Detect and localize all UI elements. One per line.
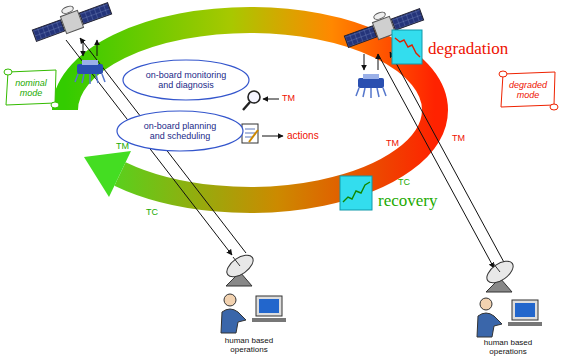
telemetry-label: TM (116, 142, 129, 152)
node-text: degraded mode (506, 80, 550, 101)
telemetry-label: TM (282, 94, 295, 104)
mode-scroll: degraded mode (498, 68, 558, 113)
magnifier-icon (243, 91, 260, 110)
operations-caption: human based operations (472, 339, 544, 357)
ground-station (223, 251, 257, 286)
degradation-label: degradation (428, 40, 508, 59)
tm-arrow (263, 99, 279, 100)
telemetry-label: TM (452, 134, 465, 144)
onboard-computer-icon (356, 74, 386, 98)
actions-label: actions (287, 130, 319, 141)
process-ellipse: on-board monitoring and diagnosis (122, 59, 250, 101)
process-ellipse: on-board planning and scheduling (116, 110, 244, 152)
mode-scroll: nominal mode (3, 66, 59, 111)
degradation-chart-icon (392, 30, 422, 64)
recovery-chart-icon (340, 176, 372, 210)
operations-caption: human based operations (213, 337, 285, 355)
link-lines (66, 38, 506, 268)
notepad-icon (242, 124, 258, 143)
node-text: on-board planning and scheduling (137, 121, 223, 142)
onboard-computer-icon (75, 60, 105, 84)
operator-figure (221, 294, 286, 333)
actions-arrow (262, 136, 283, 137)
satellite (29, 0, 113, 44)
telecommand-label: TC (398, 178, 410, 188)
telecommand-label: TC (146, 208, 158, 218)
operator-figure (477, 298, 542, 337)
telemetry-label: TM (386, 139, 399, 149)
recovery-label: recovery (378, 192, 437, 211)
node-text: on-board monitoring and diagnosis (143, 70, 229, 91)
ground-station (483, 257, 517, 292)
node-text: nominal mode (11, 78, 51, 99)
